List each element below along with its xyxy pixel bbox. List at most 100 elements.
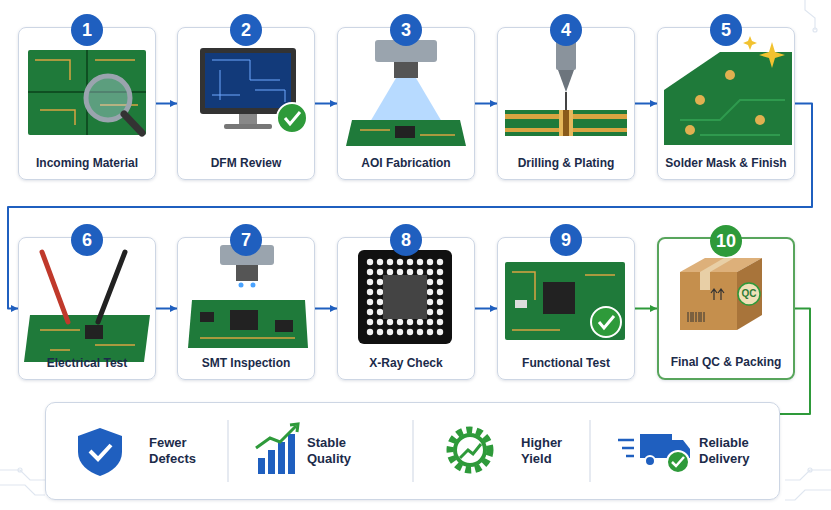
solder-mask-board <box>664 36 792 145</box>
step-label: Incoming Material <box>23 156 151 170</box>
process-step-card: 7SMT Inspection <box>177 237 315 380</box>
flow-arrow <box>156 103 177 105</box>
drill-board <box>558 70 574 92</box>
solder-mask-board <box>743 36 757 50</box>
bar-chart-icon <box>256 426 296 448</box>
step-label: Functional Test <box>502 356 630 370</box>
gear-icon <box>450 430 490 470</box>
solder-mask-board <box>755 115 765 125</box>
truck-icon <box>667 451 689 473</box>
flow-arrow <box>635 103 657 105</box>
circuit-traces <box>808 468 812 472</box>
process-step-card: 4Drilling & Plating <box>497 27 635 180</box>
functional-board <box>505 262 625 340</box>
step-label: Solder Mask & Finish <box>662 156 790 170</box>
functional-board <box>599 316 614 328</box>
truck-icon <box>645 456 655 466</box>
process-step-card: 3AOI Fabrication <box>337 27 475 180</box>
solder-mask-board <box>695 95 705 105</box>
step-label: SMT Inspection <box>182 356 310 370</box>
benefit-label: Reliable Delivery <box>699 435 763 466</box>
aoi-camera <box>346 40 466 146</box>
smt-camera <box>188 300 308 348</box>
truck-icon <box>618 434 690 473</box>
panel-dividers <box>227 420 228 482</box>
step-label: DFM Review <box>182 156 310 170</box>
monitor-check <box>285 112 300 124</box>
step-number: 10 <box>710 225 742 257</box>
shipping-box <box>711 289 724 300</box>
panel-dividers <box>412 420 413 482</box>
step-number: 2 <box>230 14 262 46</box>
shipping-box <box>700 258 734 272</box>
circuit-traces <box>0 470 45 480</box>
drill-board <box>505 110 627 136</box>
pcb-magnifier <box>28 50 146 135</box>
functional-board <box>505 262 625 340</box>
shield-icon <box>78 428 122 476</box>
step-number: 9 <box>550 224 582 256</box>
smt-camera <box>200 312 214 322</box>
gear-icon <box>450 430 490 470</box>
benefits-panel: Fewer Defects Stable Quality Higher Yield R… <box>45 402 780 500</box>
step-number: 6 <box>71 224 103 256</box>
bar-chart-icon <box>256 424 298 474</box>
probe-test <box>24 252 150 362</box>
aoi-camera <box>394 62 418 78</box>
drill-board <box>563 110 569 136</box>
solder-mask-board <box>680 100 785 135</box>
drill-board <box>559 110 573 136</box>
flow-arrow <box>475 103 497 105</box>
monitor-check <box>205 53 291 108</box>
xray-bga <box>358 250 452 344</box>
flow-arrow <box>315 103 337 105</box>
smt-camera <box>236 265 258 281</box>
smt-camera <box>230 310 258 330</box>
step-number: 3 <box>390 14 422 46</box>
circuit-traces <box>813 28 817 32</box>
shipping-box <box>738 283 760 305</box>
bar-chart-icon <box>290 424 298 432</box>
step-number: 7 <box>230 224 262 256</box>
drill-board <box>565 92 567 110</box>
smt-camera <box>188 245 308 348</box>
solder-mask-board <box>759 42 785 68</box>
step-label: Drilling & Plating <box>502 156 630 170</box>
shield-icon <box>78 428 122 476</box>
process-step-card: 10Final QC & Packing <box>657 237 795 380</box>
xray-bga <box>365 257 445 337</box>
bar-chart-icon <box>288 434 295 474</box>
truck-icon <box>672 457 684 466</box>
solder-mask-board <box>685 125 695 135</box>
flow-arrow <box>156 308 177 310</box>
aoi-camera <box>395 126 415 138</box>
xray-bga <box>358 250 452 344</box>
benefit-label: Fewer Defects <box>149 435 213 466</box>
panel-dividers <box>228 420 590 482</box>
step-label: AOI Fabrication <box>342 156 470 170</box>
process-step-card: 5Solder Mask & Finish <box>657 27 795 180</box>
process-step-card: 8X-Ray Check <box>337 237 475 380</box>
benefit-label: Stable Quality <box>307 435 371 466</box>
step-label: Final QC & Packing <box>663 355 789 369</box>
step-number: 4 <box>550 14 582 46</box>
functional-board <box>543 282 575 314</box>
xray-bga <box>383 275 427 319</box>
monitor-check <box>200 48 296 114</box>
solder-mask-board <box>664 52 792 145</box>
probe-test <box>85 325 103 339</box>
truck-icon <box>640 434 672 458</box>
step-label: Electrical Test <box>23 356 151 370</box>
solder-mask-board <box>725 70 735 80</box>
circuit-traces <box>0 485 45 495</box>
bar-chart-icon <box>268 450 275 474</box>
smt-camera <box>275 320 293 332</box>
flow-arrow <box>8 104 812 309</box>
benefit-label: Higher Yield <box>521 435 585 466</box>
gear-icon <box>455 435 485 465</box>
circuit-traces <box>805 0 815 30</box>
smt-camera <box>239 283 244 288</box>
process-step-card: 6Electrical Test <box>18 237 156 380</box>
